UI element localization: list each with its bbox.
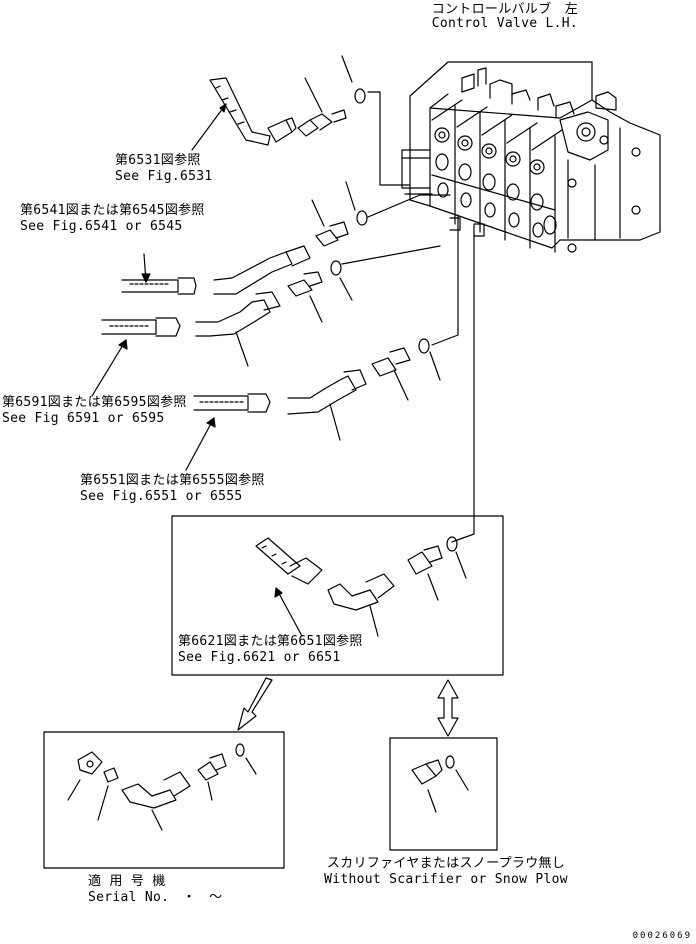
serial-label-en: Serial No. ・ ～ [88,890,223,905]
control-valve-lh [401,61,661,253]
hose-assembly-6531 [209,77,297,146]
leader-lines [235,55,441,441]
ref-6551-jp: 第6551図または第6555図参照 [80,473,265,488]
header-title-jp: コントロールバルブ 左 [431,2,578,17]
ref-6541-jp: 第6541図または第6545図参照 [20,203,205,218]
valve-top-fittings [461,67,575,119]
ref-6541-en: See Fig.6541 or 6545 [20,219,183,234]
ref-6531-jp: 第6531図参照 [115,153,201,168]
adapter-row1 [297,109,347,137]
adapter-box1 [407,545,443,575]
plug-parts [411,755,469,813]
leader-lines-box1 [274,551,467,637]
detail-box-6621 [171,515,504,676]
hose-6551-tube [193,393,271,413]
elbow-6621 [327,573,395,611]
ref-6591-jp: 第6591図または第6595図参照 [2,395,187,410]
ref-6591-en: See Fig 6591 or 6595 [2,411,165,426]
ref-6551-en: See Fig.6551 or 6555 [80,489,243,504]
double-arrow-updown [437,679,459,737]
serial-variant-parts [67,743,257,831]
adapter-row4 [371,347,411,377]
detail-box-serial [43,731,285,869]
connection-lines [341,91,475,543]
ref-6621-jp: 第6621図または第6651図参照 [178,634,363,649]
adapter-row3 [287,271,323,297]
drawing-number: 00026069 [632,931,692,941]
ref-6531-en: See Fig.6531 [115,169,213,184]
hose-6551-elbow [287,369,367,415]
header-title-en: Control Valve L.H. [431,16,578,31]
o-ring-row1 [354,88,366,104]
hose-6621 [255,537,323,585]
o-ring-row2 [356,210,368,226]
o-ring-row3 [330,260,342,276]
without-scarifier-jp: スカリファイヤまたはスノープラウ無し [326,856,566,871]
valve-end-cover [543,91,641,253]
hose-6591-tube [101,317,181,337]
o-ring-row4 [418,338,430,354]
ref-6621-en: See Fig.6621 or 6651 [178,650,341,665]
hollow-arrow-down-left [237,677,273,731]
valve-sections [431,99,563,253]
without-scarifier-en: Without Scarifier or Snow Plow [324,872,568,887]
hose-6541-elbow [213,245,311,295]
adapter-row2 [315,221,349,247]
hose-6591-elbow [195,291,281,337]
reference-arrows [91,103,227,471]
serial-label-jp: 適 用 号 機 [88,874,166,889]
detail-box-without-scarifier [389,737,498,851]
valve-port-stubs [401,149,485,237]
o-ring-box1 [446,536,458,552]
hose-6541-tube [121,277,197,295]
